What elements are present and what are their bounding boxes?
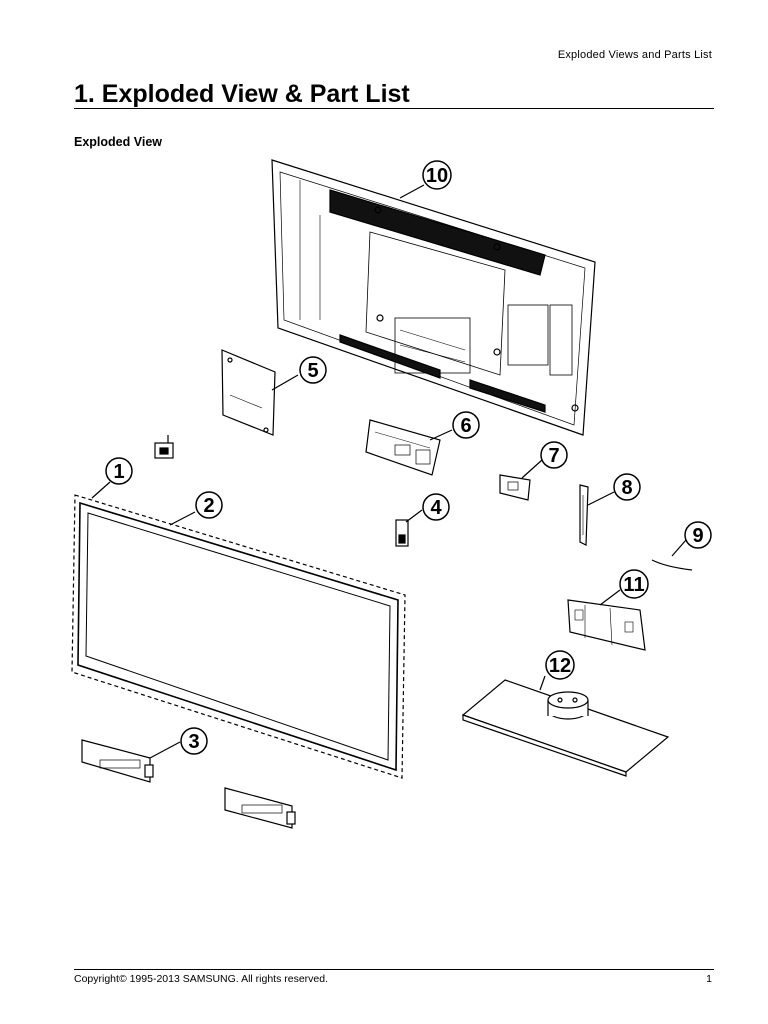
exploded-view-diagram: 1 2 3 4 5 6 7 8 xyxy=(71,159,712,829)
part-cable xyxy=(651,559,693,571)
part-power-board xyxy=(221,349,276,436)
leader-11 xyxy=(599,589,621,606)
part-rear-cover xyxy=(271,159,596,436)
part-stand-bracket-right xyxy=(224,787,296,829)
leader-12 xyxy=(539,675,546,691)
callout-4: 4 xyxy=(422,493,450,521)
part-front-bezel-outline xyxy=(71,494,406,779)
leader-1 xyxy=(91,481,111,499)
callout-11: 11 xyxy=(619,569,649,599)
part-stand-base xyxy=(461,679,670,777)
part-display-panel xyxy=(77,501,399,772)
svg-text:3: 3 xyxy=(188,731,199,753)
callout-9: 9 xyxy=(684,521,712,549)
running-header: Exploded Views and Parts List xyxy=(557,49,712,61)
callout-6: 6 xyxy=(452,411,480,439)
svg-text:11: 11 xyxy=(623,574,644,596)
callout-10: 10 xyxy=(422,160,452,190)
footer-divider xyxy=(74,969,714,970)
svg-text:10: 10 xyxy=(426,165,448,187)
leader-7 xyxy=(521,459,543,479)
svg-text:4: 4 xyxy=(430,497,442,519)
callout-3: 3 xyxy=(180,727,208,755)
leader-2 xyxy=(169,511,196,526)
part-ir-sensor xyxy=(154,435,174,459)
callout-12: 12 xyxy=(545,650,575,680)
callout-8: 8 xyxy=(613,473,641,501)
title-divider xyxy=(74,108,714,109)
leader-10 xyxy=(399,184,425,199)
footer-page-number: 1 xyxy=(706,973,712,985)
svg-text:1: 1 xyxy=(113,461,124,483)
svg-text:6: 6 xyxy=(460,415,471,437)
part-side-strip xyxy=(579,484,589,546)
part-bracket xyxy=(499,474,531,501)
part-stand-neck xyxy=(567,599,646,651)
leader-8 xyxy=(587,491,615,506)
leader-6 xyxy=(429,429,453,441)
leader-4 xyxy=(405,509,423,523)
callout-2: 2 xyxy=(195,491,223,519)
svg-text:7: 7 xyxy=(548,445,559,467)
svg-text:12: 12 xyxy=(549,655,571,677)
section-title: 1. Exploded View & Part List xyxy=(74,80,410,108)
subsection-title: Exploded View xyxy=(74,135,162,149)
part-main-board xyxy=(365,419,441,476)
callout-7: 7 xyxy=(540,441,568,469)
svg-text:5: 5 xyxy=(307,360,318,382)
callout-5: 5 xyxy=(299,356,327,384)
part-stand-bracket-left xyxy=(81,739,154,783)
svg-text:8: 8 xyxy=(621,477,632,499)
svg-text:9: 9 xyxy=(692,525,703,547)
leader-5 xyxy=(271,374,299,391)
callout-1: 1 xyxy=(105,457,133,485)
footer-copyright: Copyright© 1995-2013 SAMSUNG. All rights… xyxy=(74,973,329,985)
leader-9 xyxy=(671,539,687,557)
leader-3 xyxy=(149,741,181,759)
svg-text:2: 2 xyxy=(203,495,214,517)
part-function-key xyxy=(395,519,409,547)
